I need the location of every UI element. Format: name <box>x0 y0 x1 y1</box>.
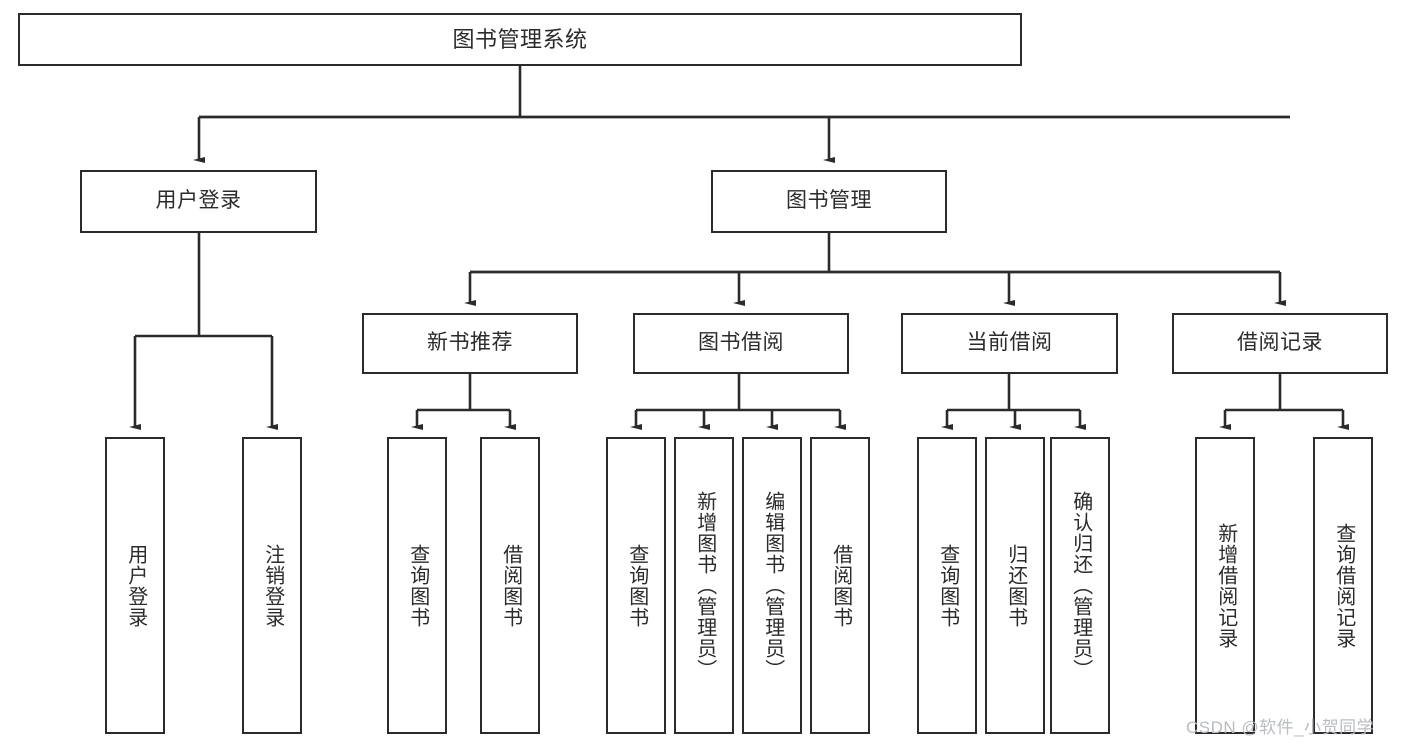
node-current-borrow[interactable]: 当前借阅 <box>901 313 1118 374</box>
leaf-book-borrow-1-label: 查询图书 <box>625 543 648 628</box>
node-user-login-label: 用户登录 <box>155 189 242 213</box>
leaf-new-book-1[interactable]: 查询图书 <box>387 437 447 734</box>
node-book-management-label: 图书管理 <box>786 189 872 213</box>
node-root-book-management-system[interactable]: 图书管理系统 <box>18 13 1022 66</box>
leaf-current-borrow-1-label: 查询图书 <box>936 543 959 628</box>
leaf-current-borrow-2-label: 归还图书 <box>1004 543 1027 628</box>
leaf-current-borrow-2[interactable]: 归还图书 <box>985 437 1045 734</box>
leaf-book-borrow-3-label: 编辑图书（管理员） <box>761 491 784 680</box>
node-root-label: 图书管理系统 <box>452 26 588 52</box>
leaf-book-borrow-4-label: 借阅图书 <box>829 543 852 628</box>
node-book-borrow[interactable]: 图书借阅 <box>633 313 849 374</box>
leaf-new-book-2[interactable]: 借阅图书 <box>480 437 540 734</box>
leaf-borrow-record-1[interactable]: 新增借阅记录 <box>1195 437 1255 734</box>
node-book-borrow-label: 图书借阅 <box>698 331 784 355</box>
leaf-borrow-record-2[interactable]: 查询借阅记录 <box>1313 437 1373 734</box>
node-new-book-recommend[interactable]: 新书推荐 <box>362 313 578 374</box>
leaf-user-login-2[interactable]: 注销登录 <box>242 437 302 734</box>
node-book-management[interactable]: 图书管理 <box>711 170 947 233</box>
leaf-new-book-1-label: 查询图书 <box>406 543 429 628</box>
leaf-user-login-1-label: 用户登录 <box>124 543 147 628</box>
leaf-current-borrow-3-label: 确认归还（管理员） <box>1069 491 1092 680</box>
leaf-borrow-record-2-label: 查询借阅记录 <box>1332 522 1355 649</box>
leaf-book-borrow-4[interactable]: 借阅图书 <box>810 437 870 734</box>
leaf-user-login-1[interactable]: 用户登录 <box>105 437 165 734</box>
leaf-book-borrow-2-label: 新增图书（管理员） <box>693 491 716 680</box>
node-borrow-record[interactable]: 借阅记录 <box>1172 313 1388 374</box>
node-current-borrow-label: 当前借阅 <box>966 331 1053 355</box>
node-new-book-recommend-label: 新书推荐 <box>427 331 513 355</box>
leaf-borrow-record-1-label: 新增借阅记录 <box>1214 522 1237 649</box>
leaf-book-borrow-2[interactable]: 新增图书（管理员） <box>674 437 734 734</box>
node-user-login[interactable]: 用户登录 <box>80 170 317 233</box>
leaf-current-borrow-3[interactable]: 确认归还（管理员） <box>1050 437 1110 734</box>
leaf-book-borrow-3[interactable]: 编辑图书（管理员） <box>742 437 802 734</box>
leaf-current-borrow-1[interactable]: 查询图书 <box>917 437 977 734</box>
leaf-book-borrow-1[interactable]: 查询图书 <box>606 437 666 734</box>
leaf-new-book-2-label: 借阅图书 <box>499 543 522 628</box>
node-borrow-record-label: 借阅记录 <box>1237 331 1323 355</box>
leaf-user-login-2-label: 注销登录 <box>261 543 284 628</box>
